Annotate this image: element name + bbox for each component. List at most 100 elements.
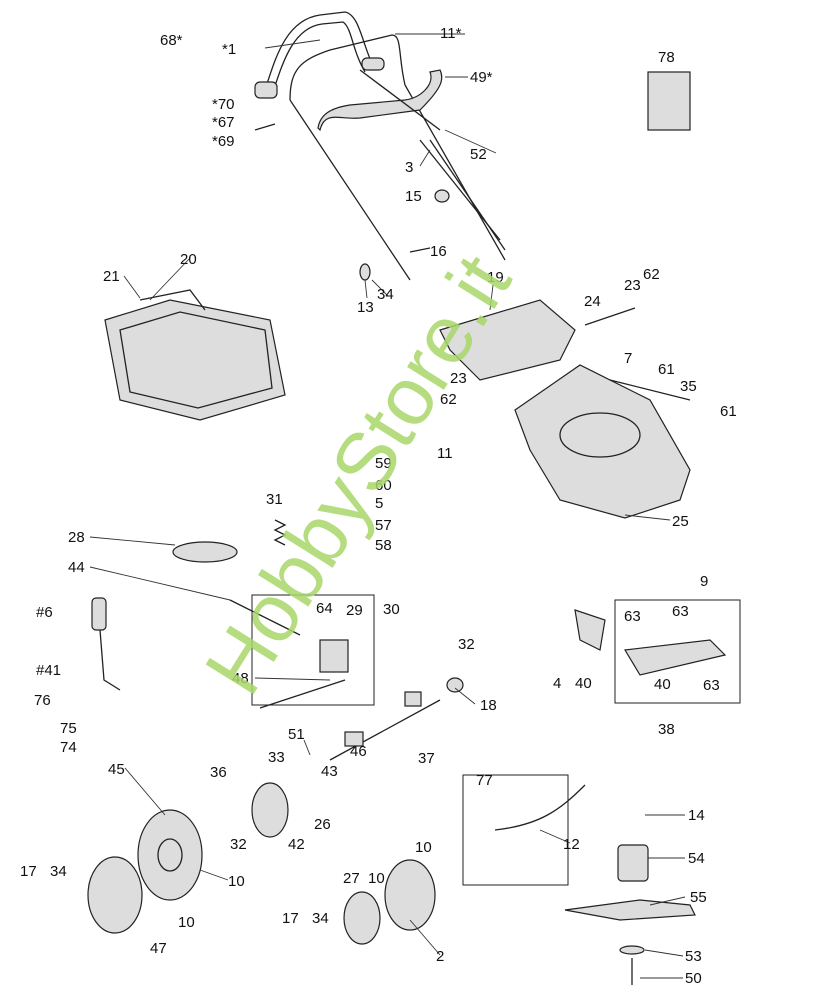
callout-label-61: 61 bbox=[720, 403, 737, 420]
belt-28 bbox=[172, 541, 238, 563]
knob-15 bbox=[434, 189, 450, 203]
callout-label-77: 77 bbox=[476, 772, 493, 789]
front-wheel-2 bbox=[384, 859, 436, 931]
callout-label-34: 34 bbox=[377, 286, 394, 303]
callout-label-4: 4 bbox=[553, 675, 561, 692]
callout-label-32: 32 bbox=[458, 636, 475, 653]
callout-label-9: 9 bbox=[700, 573, 708, 590]
callout-label-62: 62 bbox=[440, 391, 457, 408]
callout-label-67: *67 bbox=[212, 114, 235, 131]
callout-label-49: 49* bbox=[470, 69, 493, 86]
callout-label-51: 51 bbox=[288, 726, 305, 743]
rod-24 bbox=[584, 307, 636, 326]
leader-line bbox=[409, 919, 441, 956]
callout-label-61: 61 bbox=[658, 361, 675, 378]
grass-catcher bbox=[104, 299, 286, 421]
hub-cover-47 bbox=[87, 856, 143, 934]
callout-label-11: 11* bbox=[440, 25, 462, 42]
leader-line bbox=[454, 687, 476, 705]
callout-label-13: 13 bbox=[357, 299, 374, 316]
adapter-54 bbox=[617, 844, 649, 882]
leader-line bbox=[123, 275, 141, 299]
deck-25 bbox=[514, 364, 691, 519]
callout-label-46: 46 bbox=[350, 743, 367, 760]
callout-label-17: 17 bbox=[20, 863, 37, 880]
callout-label-27: 27 bbox=[343, 870, 360, 887]
leader-line bbox=[371, 279, 389, 297]
callout-label-38: 38 bbox=[658, 721, 675, 738]
callout-label-26: 26 bbox=[314, 816, 331, 833]
disc-42 bbox=[251, 782, 289, 838]
callout-label-15: 15 bbox=[405, 188, 422, 205]
callout-label-52: 52 bbox=[470, 146, 487, 163]
callout-label-60: 60 bbox=[375, 477, 392, 494]
gear-18 bbox=[446, 677, 464, 693]
gearbox-29 bbox=[319, 639, 349, 673]
leader-line bbox=[364, 279, 368, 299]
hub-cover-27 bbox=[343, 891, 381, 945]
callout-label-32: 32 bbox=[230, 836, 247, 853]
callout-label-3: 3 bbox=[405, 159, 413, 176]
callout-label-10: 10 bbox=[178, 914, 195, 931]
leader-line bbox=[254, 677, 331, 681]
callout-label-7: 7 bbox=[624, 350, 632, 367]
callout-label-63: 63 bbox=[672, 603, 689, 620]
leader-line bbox=[303, 739, 311, 756]
washer-53 bbox=[619, 945, 645, 955]
callout-label-68: 68* bbox=[160, 32, 183, 49]
callout-label-30: 30 bbox=[383, 601, 400, 618]
callout-label-55: 55 bbox=[690, 889, 707, 906]
callout-label-21: 21 bbox=[103, 268, 120, 285]
callout-label-63: 63 bbox=[624, 608, 641, 625]
callout-label-25: 25 bbox=[672, 513, 689, 530]
callout-label-78: 78 bbox=[658, 49, 675, 66]
callout-label-31: 31 bbox=[266, 491, 283, 508]
callout-label-10: 10 bbox=[368, 870, 385, 887]
callout-label-75: 75 bbox=[60, 720, 77, 737]
spring-31 bbox=[273, 519, 287, 546]
leader-line bbox=[644, 949, 684, 957]
lever-grip-6 bbox=[91, 597, 107, 631]
leader-line bbox=[444, 129, 497, 154]
callout-label-64: 64 bbox=[316, 600, 333, 617]
callout-label-1: *1 bbox=[222, 41, 236, 58]
callout-label-44: 44 bbox=[68, 559, 85, 576]
callout-label-18: 18 bbox=[480, 697, 497, 714]
rear-wheel-45 bbox=[137, 809, 203, 901]
callout-label-43: 43 bbox=[321, 763, 338, 780]
leader-line bbox=[624, 514, 671, 521]
callout-label-69: *69 bbox=[212, 133, 235, 150]
callout-label-45: 45 bbox=[108, 761, 125, 778]
blade-55 bbox=[564, 899, 696, 921]
callout-label-36: 36 bbox=[210, 764, 227, 781]
callout-label-58: 58 bbox=[375, 537, 392, 554]
leader-line bbox=[489, 284, 494, 311]
callout-label-59: 59 bbox=[375, 455, 392, 472]
callout-label-41: #41 bbox=[36, 662, 61, 679]
leader-line bbox=[539, 829, 571, 844]
callout-label-6: #6 bbox=[36, 604, 53, 621]
rear-cover-19 bbox=[439, 299, 576, 381]
bracket-46 bbox=[344, 731, 364, 747]
leader-line bbox=[124, 767, 166, 816]
callout-label-23: 23 bbox=[624, 277, 641, 294]
callout-label-57: 57 bbox=[375, 517, 392, 534]
callout-label-29: 29 bbox=[346, 602, 363, 619]
handle-grip-right bbox=[361, 57, 385, 71]
callout-label-2: 2 bbox=[436, 948, 444, 965]
leader-line bbox=[149, 257, 191, 301]
callout-label-10: 10 bbox=[415, 839, 432, 856]
callout-label-54: 54 bbox=[688, 850, 705, 867]
lever-41 bbox=[99, 629, 121, 691]
leader-line bbox=[649, 896, 686, 906]
mulch-plug bbox=[624, 639, 727, 676]
callout-label-74: 74 bbox=[60, 739, 77, 756]
callout-label-40: 40 bbox=[654, 676, 671, 693]
callout-label-47: 47 bbox=[150, 940, 167, 957]
callout-label-33: 33 bbox=[268, 749, 285, 766]
bracket-13 bbox=[359, 263, 371, 281]
callout-label-12: 12 bbox=[563, 836, 580, 853]
cable-44 bbox=[229, 599, 301, 636]
rod-35 bbox=[609, 379, 691, 401]
